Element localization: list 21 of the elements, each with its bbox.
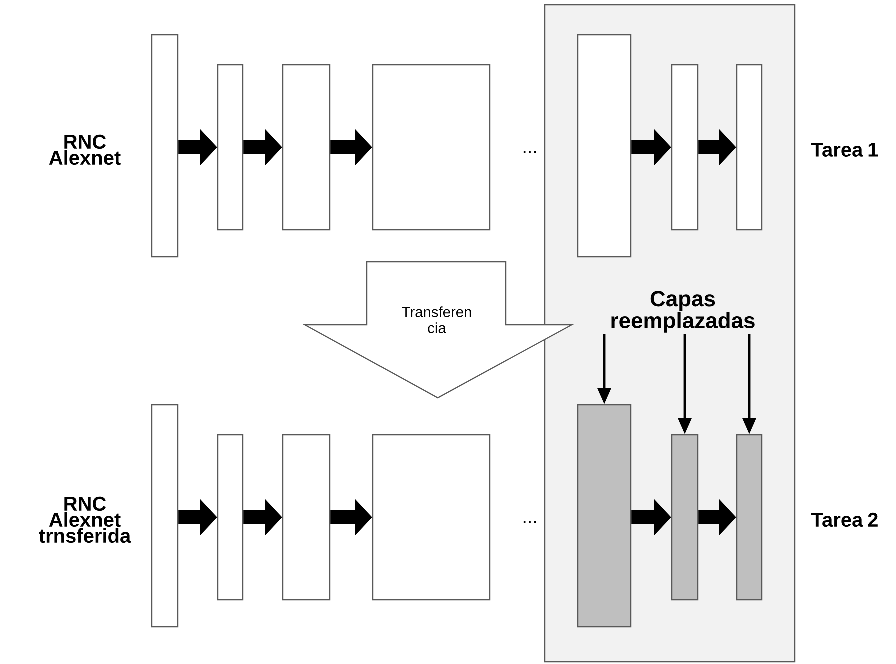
task-label: Tarea 2 [812, 512, 878, 528]
layer-box [736, 434, 763, 601]
side-label: RNC Alexnet trnsferida [39, 496, 132, 544]
layer-box [577, 34, 632, 258]
layer-box [372, 64, 491, 231]
heading-text: Capas reemplazadas [612, 291, 755, 333]
layer-box [151, 404, 179, 628]
layer-box [217, 434, 244, 601]
layer-box [671, 64, 699, 231]
side-label: RNC Alexnet [49, 134, 121, 166]
task-label: Tarea 1 [812, 143, 878, 157]
ellipsis-dots: ... [524, 521, 536, 523]
layer-box [282, 434, 331, 601]
layer-box [151, 34, 179, 258]
layer-box [577, 404, 632, 628]
layer-box [671, 434, 699, 601]
ellipsis-dots: ... [524, 151, 536, 153]
layer-box [372, 434, 491, 601]
layer-box [217, 64, 244, 231]
layer-box [282, 64, 331, 231]
layer-box [736, 64, 763, 231]
